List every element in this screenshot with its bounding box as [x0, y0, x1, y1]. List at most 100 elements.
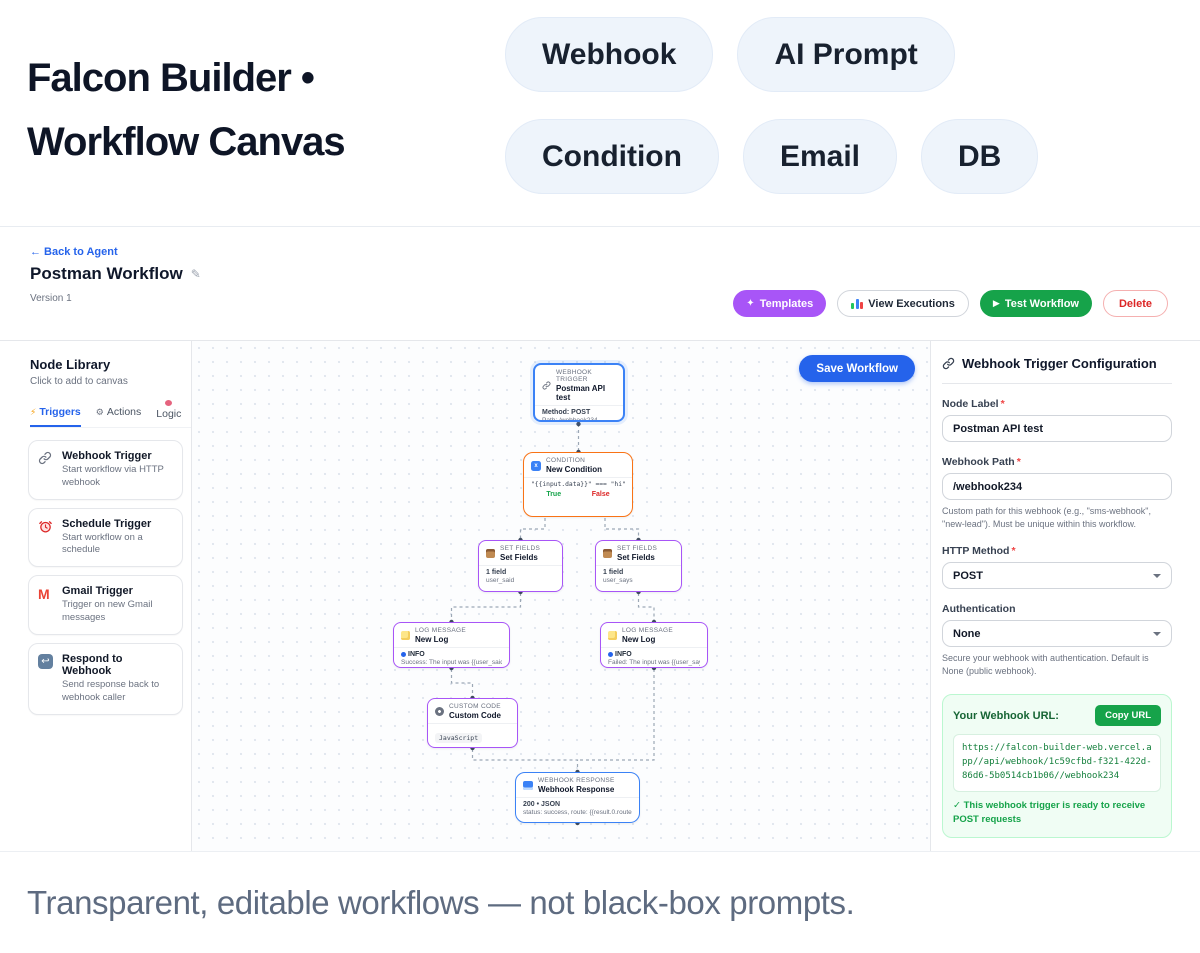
reply-icon: ↩	[38, 653, 54, 705]
node-log-message-right[interactable]: LOG MESSAGE New Log INFO Failed: The inp…	[600, 622, 708, 668]
library-item-gmail-trigger[interactable]: M Gmail Trigger Trigger on new Gmail mes…	[28, 575, 183, 635]
node-webhook-trigger[interactable]: WEBHOOK TRIGGER Postman API test Method:…	[533, 363, 625, 422]
true-label: True	[546, 491, 562, 498]
page-title: Falcon Builder • Workflow Canvas	[27, 46, 346, 174]
field-name: user_said	[486, 577, 515, 584]
workflow-toolbar: ← Back to Agent Postman Workflow ✎ Versi…	[0, 227, 1200, 341]
code-language-badge: JavaScript	[435, 733, 483, 743]
log-message: Failed: The input was {{user_says}}	[608, 659, 700, 666]
test-workflow-button[interactable]: ▶ Test Workflow	[979, 290, 1092, 317]
page-title-line1: Falcon Builder •	[27, 56, 315, 100]
http-method-label: HTTP Method*	[942, 545, 1016, 558]
node-kind: CUSTOM CODE	[449, 703, 501, 710]
condition-icon: x	[531, 460, 541, 471]
gear-icon	[435, 707, 444, 716]
node-log-message-left[interactable]: LOG MESSAGE New Log INFO Success: The in…	[393, 622, 510, 668]
node-title: Postman API test	[556, 384, 606, 402]
info-level-dot	[401, 652, 406, 657]
log-level: INFO	[408, 651, 425, 658]
alarm-clock-icon	[38, 518, 54, 558]
pill-email[interactable]: Email	[742, 119, 897, 194]
webhook-path-help: Custom path for this webhook (e.g., "sms…	[942, 506, 1151, 530]
library-item-desc: Send response back to webhook caller	[62, 678, 160, 703]
pill-webhook[interactable]: Webhook	[505, 17, 714, 92]
node-condition[interactable]: x CONDITION New Condition "{{input.data}…	[523, 452, 633, 517]
authentication-select[interactable]: None	[942, 620, 1172, 648]
view-executions-button[interactable]: View Executions	[837, 290, 969, 317]
sparkle-icon: ✦	[746, 298, 755, 309]
logic-icon	[165, 400, 173, 406]
required-marker: *	[1016, 456, 1021, 468]
node-title: Custom Code	[449, 711, 501, 720]
library-item-schedule-trigger[interactable]: Schedule Trigger Start workflow on a sch…	[28, 507, 183, 568]
workflow-canvas[interactable]: Save Workflow WEBHOOK TRIGGER Postman AP…	[192, 341, 930, 851]
authentication-help: Secure your webhook with authentication.…	[942, 653, 1149, 677]
library-item-webhook-trigger[interactable]: Webhook Trigger Start workflow via HTTP …	[28, 440, 183, 500]
package-icon	[486, 549, 495, 558]
webhook-config-panel: Webhook Trigger Configuration Node Label…	[930, 341, 1200, 851]
log-message: Success: The input was {{user_said}}.	[401, 659, 502, 666]
webhook-path-input[interactable]	[942, 473, 1172, 500]
webhook-url-label: Your Webhook URL:	[953, 709, 1059, 722]
node-kind: LOG MESSAGE	[622, 627, 673, 634]
hero-section: Falcon Builder • Workflow Canvas Webhook…	[0, 0, 1200, 227]
authentication-label: Authentication	[942, 603, 1016, 616]
webhook-ready-message: ✓ This webhook trigger is ready to recei…	[953, 800, 1146, 825]
authentication-value: None	[953, 627, 981, 640]
node-title: Set Fields	[617, 553, 655, 562]
node-library-tabs: ⚡ Triggers ⚙ Actions Logic Int	[30, 400, 191, 428]
copy-url-button[interactable]: Copy URL	[1095, 705, 1161, 727]
node-title: New Log	[415, 635, 449, 644]
save-workflow-button[interactable]: Save Workflow	[799, 355, 915, 382]
library-item-desc: Start workflow via HTTP webhook	[62, 464, 164, 488]
node-label-label: Node Label*	[942, 398, 1005, 410]
library-item-respond-to-webhook[interactable]: ↩ Respond to Webhook Send response back …	[28, 642, 183, 715]
true-branch[interactable]: True	[546, 491, 561, 498]
lightning-icon: ⚡	[30, 406, 37, 417]
webhook-path-label: Webhook Path*	[942, 456, 1021, 468]
node-label-input[interactable]	[942, 415, 1172, 442]
tab-actions[interactable]: ⚙ Actions	[96, 406, 142, 427]
footer-caption: Transparent, editable workflows — not bl…	[27, 884, 855, 921]
log-level: INFO	[615, 651, 632, 658]
test-workflow-label: Test Workflow	[1004, 297, 1079, 310]
http-method-select[interactable]: POST	[942, 562, 1172, 590]
webhook-url-value[interactable]: https://falcon-builder-web.vercel.app//a…	[953, 734, 1161, 792]
tab-logic[interactable]: Logic	[156, 400, 181, 427]
condition-expression: "{{input.data}}" === "hi"	[531, 481, 625, 488]
templates-label: Templates	[759, 297, 814, 310]
library-item-title: Gmail Trigger	[62, 585, 133, 598]
node-kind: WEBHOOK TRIGGER	[556, 369, 593, 383]
node-library-title: Node Library	[30, 357, 111, 372]
pill-ai-prompt[interactable]: AI Prompt	[737, 17, 955, 92]
pill-db[interactable]: DB	[921, 119, 1039, 194]
response-body: status: success, route: {{result.0.route…	[523, 809, 632, 816]
node-path: Path: /webhook234	[542, 417, 598, 422]
library-item-desc: Start workflow on a schedule	[62, 531, 143, 556]
node-set-fields-left[interactable]: SET FIELDS Set Fields 1 field user_said	[478, 540, 563, 592]
required-marker: *	[1011, 545, 1016, 558]
workflow-title: Postman Workflow	[30, 264, 183, 283]
monitor-icon	[523, 781, 533, 790]
gear-icon: ⚙	[95, 406, 104, 417]
false-branch[interactable]: False	[592, 491, 610, 498]
false-label: False	[591, 491, 610, 498]
info-level-dot	[608, 652, 613, 657]
bar-chart-icon	[851, 298, 864, 309]
pill-condition[interactable]: Condition	[505, 119, 719, 194]
node-kind: WEBHOOK RESPONSE	[538, 777, 615, 784]
templates-button[interactable]: ✦ Templates	[733, 290, 827, 317]
delete-button[interactable]: Delete	[1102, 290, 1168, 317]
link-icon	[942, 357, 955, 370]
node-webhook-response[interactable]: WEBHOOK RESPONSE Webhook Response 200 • …	[515, 772, 640, 823]
node-custom-code[interactable]: CUSTOM CODE Custom Code JavaScript funct…	[427, 698, 518, 748]
node-title: New Log	[622, 635, 656, 644]
tab-triggers[interactable]: ⚡ Triggers	[30, 406, 81, 427]
chevron-down-icon	[1153, 573, 1161, 578]
node-title: Set Fields	[500, 553, 538, 562]
back-to-agent-link[interactable]: ← Back to Agent	[30, 246, 118, 258]
node-set-fields-right[interactable]: SET FIELDS Set Fields 1 field user_says	[595, 540, 682, 592]
required-marker: *	[1000, 398, 1005, 410]
edit-title-icon[interactable]: ✎	[190, 267, 201, 281]
tab-triggers-label: Triggers	[39, 406, 81, 418]
